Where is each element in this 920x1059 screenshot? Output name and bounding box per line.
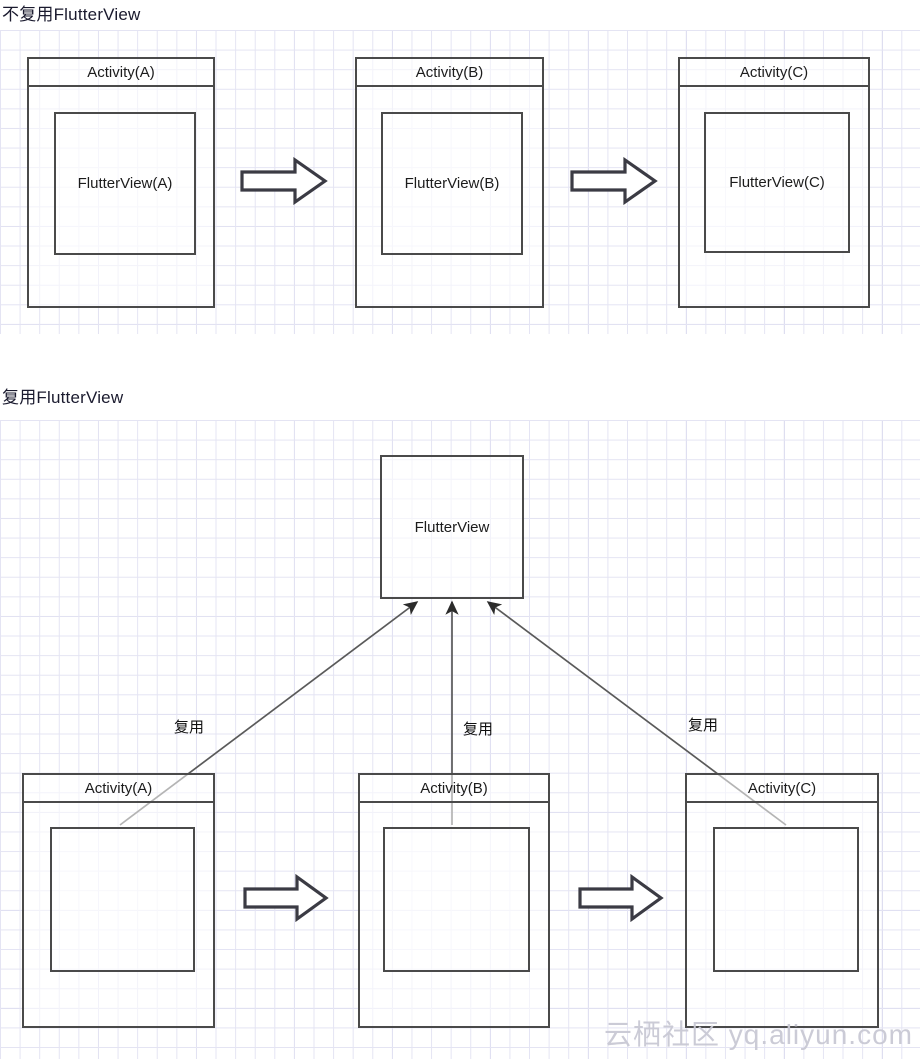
activity-header-label: Activity(C)	[747, 779, 817, 797]
activity-header-c-reuse: Activity(C)	[687, 775, 877, 803]
activity-header-a-no-reuse: Activity(A)	[29, 59, 213, 87]
flutterview-slot-c[interactable]	[713, 827, 859, 972]
shared-flutterview-box[interactable]: FlutterView	[380, 455, 524, 599]
transition-arrow-a-to-b-reuse-icon	[243, 874, 329, 922]
activity-header-label: Activity(A)	[87, 63, 155, 81]
flutterview-slot-b[interactable]	[383, 827, 530, 972]
flutterview-slot-a[interactable]	[50, 827, 195, 972]
activity-header-b-no-reuse: Activity(B)	[357, 59, 542, 87]
activity-box-b-reuse[interactable]: Activity(B)	[358, 773, 550, 1028]
flutterview-box-c[interactable]: FlutterView(C)	[704, 112, 850, 253]
transition-arrow-b-to-c-reuse-icon	[578, 874, 664, 922]
activity-box-a-no-reuse[interactable]: Activity(A) FlutterView(A)	[27, 57, 215, 308]
transition-arrow-b-to-c-icon	[570, 157, 658, 205]
activity-box-c-reuse[interactable]: Activity(C)	[685, 773, 879, 1028]
activity-box-b-no-reuse[interactable]: Activity(B) FlutterView(B)	[355, 57, 544, 308]
section-title-reuse: 复用FlutterView	[2, 388, 124, 407]
activity-header-label: Activity(C)	[739, 63, 809, 81]
transition-arrow-a-to-b-icon	[240, 157, 328, 205]
flutterview-box-a[interactable]: FlutterView(A)	[54, 112, 196, 255]
flutterview-label: FlutterView(A)	[77, 175, 173, 192]
activity-header-label: Activity(A)	[84, 779, 153, 797]
reuse-label-b: 复用	[463, 721, 494, 738]
shared-flutterview-label: FlutterView	[414, 518, 490, 536]
flutterview-box-b[interactable]: FlutterView(B)	[381, 112, 523, 255]
activity-header-c-no-reuse: Activity(C)	[680, 59, 868, 87]
section-title-no-reuse: 不复用FlutterView	[2, 5, 141, 24]
activity-header-label: Activity(B)	[415, 63, 484, 81]
activity-header-label: Activity(B)	[420, 779, 488, 797]
reuse-label-c: 复用	[688, 717, 719, 734]
activity-header-a-reuse: Activity(A)	[24, 775, 213, 803]
activity-box-a-reuse[interactable]: Activity(A)	[22, 773, 215, 1028]
flutterview-label: FlutterView(B)	[404, 175, 500, 192]
activity-header-b-reuse: Activity(B)	[360, 775, 548, 803]
flutterview-label: FlutterView(C)	[729, 174, 825, 191]
activity-box-c-no-reuse[interactable]: Activity(C) FlutterView(C)	[678, 57, 870, 308]
reuse-label-a: 复用	[174, 719, 205, 736]
watermark: 云栖社区 yq.aliyun.com	[604, 1019, 913, 1050]
